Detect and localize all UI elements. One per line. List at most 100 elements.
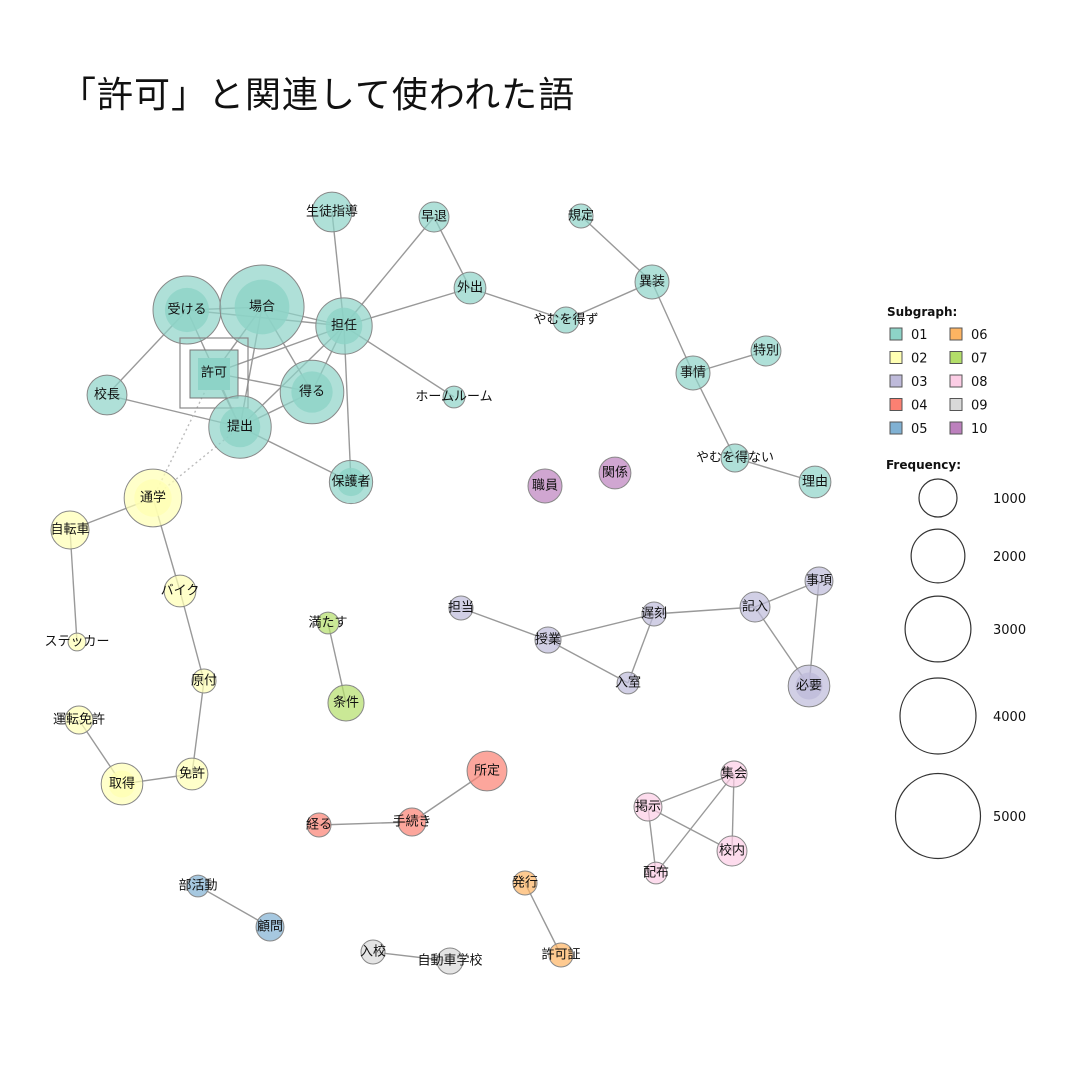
edge-line	[647, 773, 735, 808]
legend-label-06: 06	[971, 328, 988, 343]
node-label: 許可	[201, 366, 227, 381]
node-circle	[720, 760, 748, 788]
node-circle	[739, 591, 771, 623]
node-circle	[316, 611, 340, 635]
legend-swatch-02	[889, 351, 903, 364]
legend-swatch-04	[889, 398, 903, 411]
node-core	[134, 479, 172, 517]
node-circle	[641, 601, 667, 627]
node-core	[795, 672, 823, 700]
node-自動車学校: 自動車学校	[417, 947, 483, 975]
legend-size-label: 5000	[993, 810, 1026, 825]
legend-size-circle	[899, 677, 977, 755]
node-label: 得る	[299, 384, 325, 400]
node-発行: 発行	[512, 870, 538, 896]
node-circle	[798, 465, 832, 499]
node-label: 場合	[249, 300, 275, 315]
node-circle	[50, 510, 90, 550]
node-label: 保護者	[331, 474, 370, 490]
node-許可: 許可	[179, 337, 249, 409]
node-circle	[568, 203, 594, 229]
node-事項: 事項	[804, 566, 834, 596]
node-core	[164, 287, 210, 333]
node-circle	[633, 792, 663, 822]
node-label: やむを得ない	[696, 450, 774, 466]
node-label: 取得	[109, 776, 135, 792]
node-条件: 条件	[327, 684, 365, 722]
node-ステッカー: ステッカー	[44, 632, 110, 652]
edge-line	[547, 639, 629, 684]
node-提出: 提出	[208, 395, 272, 459]
node-掲示: 掲示	[633, 792, 663, 822]
node-circle	[67, 632, 87, 652]
node-core	[291, 371, 333, 413]
node-label: 所定	[474, 764, 500, 779]
node-label: 免許	[179, 767, 205, 782]
node-label: 外出	[457, 281, 483, 296]
node-label: 事情	[680, 366, 706, 381]
node-入校: 入校	[360, 939, 386, 965]
legend-label-10: 10	[971, 422, 988, 437]
node-circle	[175, 757, 209, 791]
node-circle	[598, 456, 632, 490]
node-circle	[418, 201, 450, 233]
node-生徒指導: 生徒指導	[306, 191, 358, 233]
node-circle	[360, 939, 386, 965]
node-得る: 得る	[279, 359, 345, 425]
node-label: 関係	[602, 466, 628, 481]
dotted-edge-line	[152, 426, 241, 499]
legend-size-label: 4000	[993, 710, 1026, 725]
node-記入: 記入	[739, 591, 771, 623]
node-circle	[191, 668, 217, 694]
node-circle	[86, 374, 128, 416]
node-事情: 事情	[675, 355, 711, 391]
node-circle	[448, 595, 474, 621]
node-circle	[442, 385, 466, 409]
node-保護者: 保護者	[328, 459, 374, 505]
node-label: 満たす	[308, 616, 347, 631]
node-label: 記入	[742, 599, 768, 615]
legend-label-09: 09	[971, 399, 988, 414]
node-label: 職員	[532, 479, 558, 494]
node-label: 運転免許	[53, 713, 105, 728]
node-circle	[534, 626, 562, 654]
node-core	[325, 307, 363, 345]
node-label: 特別	[753, 344, 779, 359]
legend-size-circle	[894, 772, 982, 860]
node-特別: 特別	[750, 335, 782, 367]
node-label: ホームルーム	[415, 390, 492, 405]
node-label: やむを得ず	[533, 312, 598, 328]
edge-line	[524, 882, 562, 956]
legend: Subgraph:01020304050607080910Frequency:1…	[886, 305, 1026, 860]
legend-swatch-03	[889, 374, 903, 388]
legend-size-label: 1000	[993, 492, 1026, 507]
node-所定: 所定	[466, 750, 508, 792]
node-circle	[466, 750, 508, 792]
legend-subgraph-title: Subgraph:	[887, 305, 957, 319]
node-label: 自転車	[50, 523, 89, 538]
edge-line	[460, 607, 549, 641]
node-label: 受ける	[167, 303, 206, 318]
node-label: バイク	[161, 584, 200, 599]
node-規定: 規定	[568, 203, 594, 229]
edge-line	[653, 606, 756, 615]
node-label: 事項	[806, 574, 832, 589]
legend-size-label: 3000	[993, 623, 1026, 638]
node-label: 配布	[643, 866, 669, 881]
legend-swatch-01	[889, 327, 903, 341]
node-満たす: 満たす	[308, 611, 348, 635]
node-label: 顧問	[257, 920, 283, 935]
node-担当: 担当	[448, 595, 474, 621]
center-frame	[179, 337, 249, 409]
node-circle	[644, 861, 668, 885]
node-core	[234, 279, 290, 335]
node-label: 校内	[719, 843, 745, 859]
node-label: 経る	[306, 818, 332, 833]
legend-swatch-09	[949, 398, 963, 411]
legend-swatch-06	[949, 327, 963, 341]
node-core	[198, 358, 230, 390]
node-やむを得ず: やむを得ず	[533, 306, 599, 334]
node-circle	[436, 947, 464, 975]
node-label: 原付	[191, 674, 217, 689]
node-label: 理由	[802, 475, 828, 490]
